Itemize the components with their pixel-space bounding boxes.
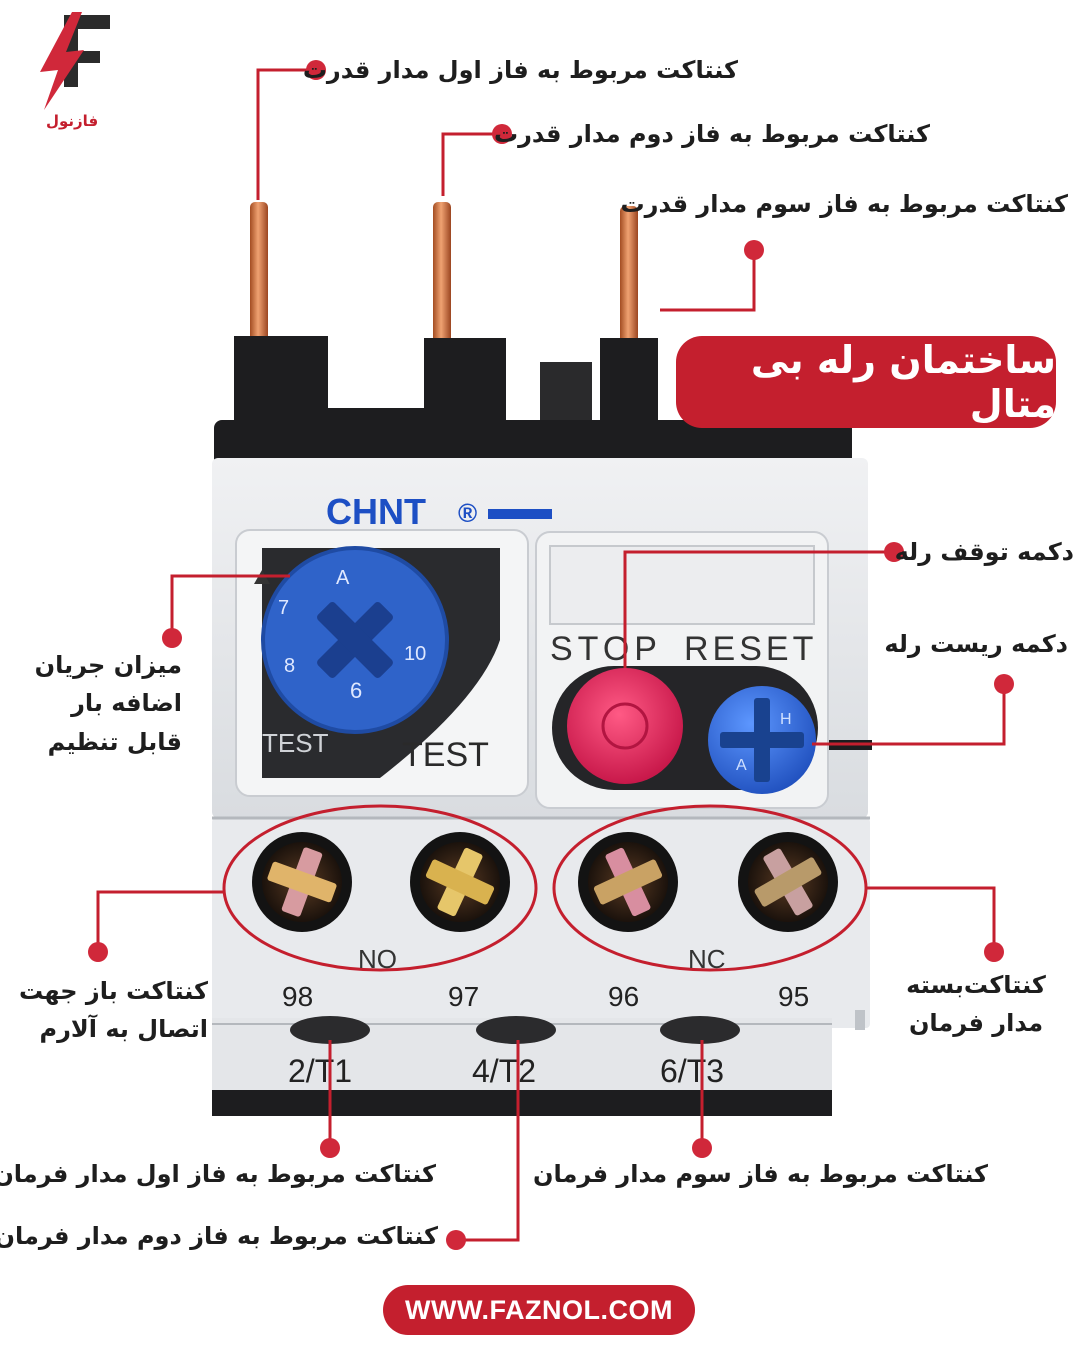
reset-button[interactable]: H A	[708, 686, 816, 794]
terminal-6t3: 6/T3	[660, 1053, 724, 1089]
website-link[interactable]: WWW.FAZNOL.COM	[383, 1285, 695, 1335]
faznol-logo	[40, 12, 110, 110]
label-reset-button: دکمه ریست رله	[884, 630, 1068, 658]
stop-button[interactable]	[567, 668, 683, 784]
dial-mark-10: 10	[404, 643, 426, 665]
registered-mark: ®	[458, 498, 477, 528]
no-contact-line-1: کنتاکت باز جهت	[18, 977, 208, 1005]
dial-cross-icon	[317, 602, 393, 678]
stop-label: STOP	[550, 630, 662, 668]
screw-95	[738, 832, 838, 932]
terminal-2t1: 2/T1	[288, 1053, 352, 1089]
terminal-96: 96	[608, 981, 639, 1012]
label-phase3-control: کنتاکت مربوط به فاز سوم مدار فرمان	[533, 1160, 988, 1188]
dial-mark-7: 7	[278, 597, 289, 619]
terminal-95: 95	[778, 981, 809, 1012]
aux-terminal-screws	[252, 832, 838, 932]
reset-letter-a: A	[736, 757, 747, 774]
no-label: NO	[358, 944, 397, 974]
leader-dots	[88, 60, 1014, 1250]
label-phase1-power: کنتاکت مربوط به فاز اول مدار قدرت	[302, 56, 738, 84]
nc-contact-line-1: کنتاکت‌بسته	[906, 971, 1046, 999]
dial-mark-6: 6	[350, 678, 362, 703]
reset-letter-h: H	[780, 711, 792, 728]
leader-lines	[96, 68, 1006, 1242]
brand-badge: CHNT ®	[326, 491, 552, 532]
screw-98	[252, 832, 352, 932]
main-terminal-holes	[290, 1016, 740, 1044]
overload-line-3: قابل تنظیم	[47, 727, 182, 756]
label-no-contact: کنتاکت باز جهت اتصال به آلارم	[8, 972, 208, 1049]
reset-label: RESET	[684, 630, 817, 668]
adjust-dial[interactable]: A 7 8 6 10	[261, 546, 449, 734]
terminal-98: 98	[282, 981, 313, 1012]
screw-97	[410, 832, 510, 932]
label-phase3-power: کنتاکت مربوط به فاز سوم مدار قدرت	[620, 190, 1068, 218]
label-phase1-control: کنتاکت مربوط به فاز اول مدار فرمان	[0, 1160, 436, 1188]
label-nc-contact: کنتاکت‌بسته مدار فرمان	[886, 966, 1066, 1043]
test-large-label: TEST	[402, 736, 489, 774]
dial-mark-a: A	[336, 567, 350, 589]
overload-line-2: اضافه بار	[71, 689, 182, 718]
label-stop-button: دکمه توقف رله	[894, 538, 1074, 566]
terminal-97: 97	[448, 981, 479, 1012]
no-contact-line-2: اتصال به آلارم	[39, 1015, 208, 1044]
top-housing	[214, 336, 852, 466]
dial-mark-8: 8	[284, 655, 295, 677]
copper-pins	[250, 202, 638, 350]
brand-logo: CHNT	[326, 491, 426, 532]
screw-96	[578, 832, 678, 932]
terminal-4t2: 4/T2	[472, 1053, 536, 1089]
nc-label: NC	[688, 944, 726, 974]
logo-text: فازنول	[46, 112, 99, 130]
nc-contact-line-2: مدار فرمان	[908, 1009, 1044, 1038]
page-title: ساختمان رله بی متال	[676, 336, 1056, 428]
no-group-ellipse	[222, 804, 538, 972]
label-phase2-control: کنتاکت مربوط به فاز دوم مدار فرمان	[0, 1222, 438, 1250]
overload-line-1: میزان جریان	[34, 651, 182, 679]
label-phase2-power: کنتاکت مربوط به فاز دوم مدار قدرت	[493, 120, 930, 148]
test-small-label: TEST	[262, 728, 329, 758]
label-overload-adjust: میزان جریان اضافه بار قابل تنظیم	[22, 646, 182, 761]
